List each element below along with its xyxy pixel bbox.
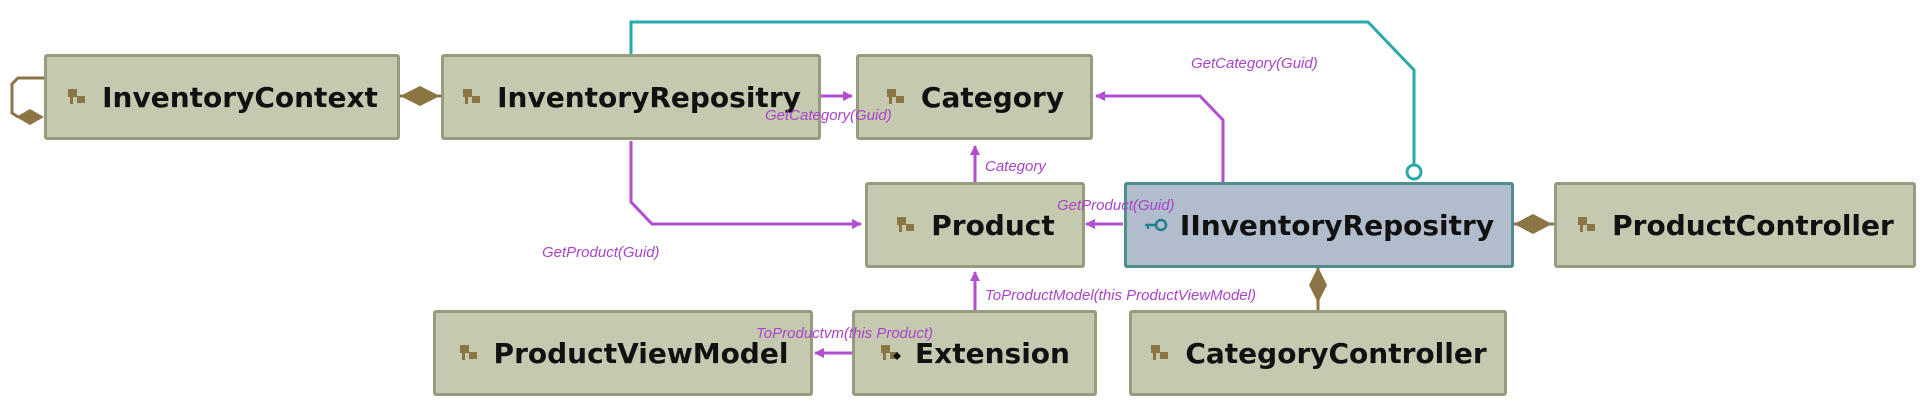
inventory-context-label: InventoryContext xyxy=(102,80,378,114)
inventory-context-node[interactable]: InventoryContext xyxy=(44,54,400,140)
edge-label-get-product-repo: GetProduct(Guid) xyxy=(542,244,660,261)
inventory-repositry-node[interactable]: InventoryRepositry xyxy=(441,54,821,140)
extension-node[interactable]: Extension xyxy=(852,310,1097,396)
product-controller-label: ProductController xyxy=(1612,208,1894,242)
inventory-context-self-diamond xyxy=(16,109,44,125)
implements-edge[interactable] xyxy=(629,20,1416,165)
class-icon xyxy=(897,217,915,232)
category-controller-label: CategoryController xyxy=(1185,336,1487,370)
categorycontroller-iface-diamond xyxy=(1309,267,1327,303)
edge-label-get-category-repo: GetCategory(Guid) xyxy=(765,107,892,124)
class-icon xyxy=(1578,217,1596,232)
implements-lollipop xyxy=(1405,163,1423,181)
edge-label-to-product-model: ToProductModel(this ProductViewModel) xyxy=(985,287,1256,304)
repo-product-edge[interactable] xyxy=(629,141,862,229)
edge-label-category: Category xyxy=(985,158,1046,175)
interface-icon xyxy=(1144,218,1168,232)
extension-class-icon xyxy=(881,345,902,360)
extension-label: Extension xyxy=(915,336,1070,370)
edge-label-get-product-iface: GetProduct(Guid) xyxy=(1057,197,1175,214)
edge-label-get-category-top: GetCategory(Guid) xyxy=(1191,55,1318,72)
inventory-repositry-label: InventoryRepositry xyxy=(497,80,801,114)
iinventory-repositry-label: IInventoryRepositry xyxy=(1179,208,1495,242)
inventory-context-self-edge[interactable] xyxy=(10,76,44,119)
class-icon xyxy=(68,89,86,104)
repo-context-diamond xyxy=(400,86,440,106)
iface-category-edge[interactable] xyxy=(1095,91,1225,182)
edge-label-to-product-vm: ToProductvm(this Product) xyxy=(756,325,934,342)
class-icon xyxy=(886,89,904,104)
class-icon xyxy=(459,345,477,360)
category-node[interactable]: Category xyxy=(856,54,1093,140)
category-label: Category xyxy=(920,80,1065,114)
class-icon xyxy=(1151,345,1169,360)
category-controller-node[interactable]: CategoryController xyxy=(1129,310,1507,396)
product-view-model-node[interactable]: ProductViewModel xyxy=(433,310,813,396)
product-view-model-label: ProductViewModel xyxy=(493,336,789,370)
product-controller-node[interactable]: ProductController xyxy=(1554,182,1916,268)
product-label: Product xyxy=(931,208,1055,242)
productcontroller-iface-diamond xyxy=(1514,214,1552,234)
class-icon xyxy=(463,89,481,104)
iinventory-repositry-node[interactable]: IInventoryRepositry xyxy=(1124,182,1514,268)
product-node[interactable]: Product xyxy=(865,182,1085,268)
